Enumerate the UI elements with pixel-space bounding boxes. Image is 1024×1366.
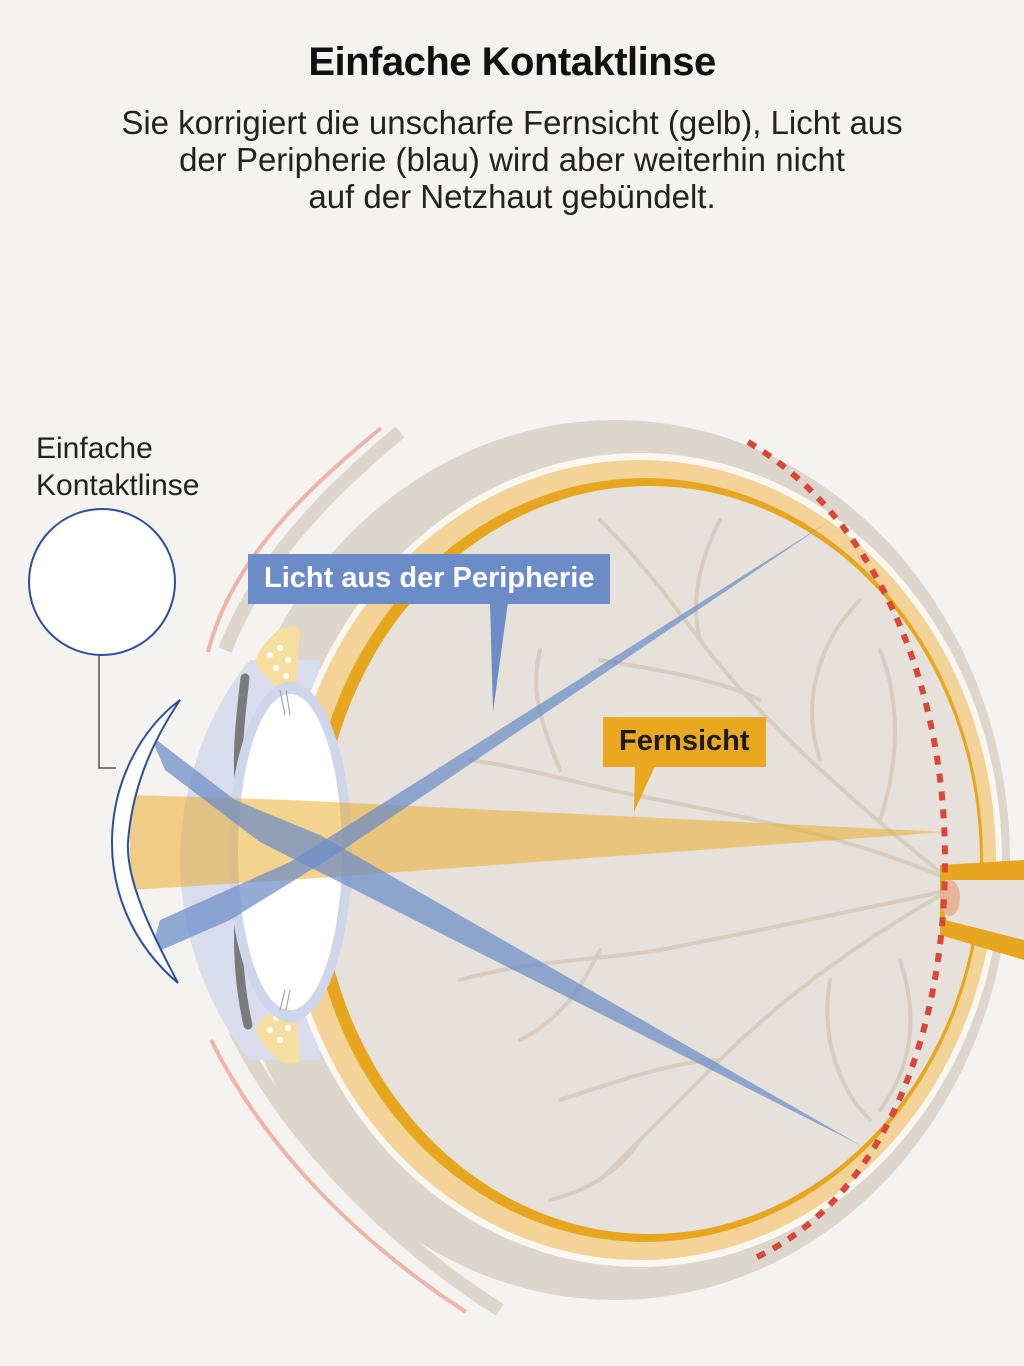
lens-callout-circle [28, 508, 176, 656]
subtitle-line-2: der Peripherie (blau) wird aber weiterhi… [179, 141, 845, 178]
lower-eyelid [228, 1026, 504, 1316]
periphery-light-beam-up [150, 522, 828, 955]
upper-eyelid-skin [206, 426, 383, 653]
page-title: Einfache Kontaktlinse [308, 40, 716, 84]
contact-lens [111, 699, 181, 984]
subtitle: Sie korrigiert die unscharfe Fernsicht (… [112, 104, 912, 215]
subtitle-line-3: auf der Netzhaut gebündelt. [308, 178, 716, 215]
lower-eyelid-skin [209, 1039, 468, 1314]
upper-eyelid [218, 426, 405, 653]
optic-nerve-inner [945, 880, 1024, 940]
contact-lens-label: Einfache Kontaktlinse [36, 430, 199, 504]
focal-marker-curve [746, 439, 949, 1261]
zonule-fibers [279, 689, 291, 1011]
distance-vision-callout: Fernsicht [603, 717, 766, 767]
distance-callout-pointer [634, 766, 655, 812]
contact-lens-label-line-2: Kontaktlinse [36, 469, 200, 502]
vitreous-body [320, 486, 980, 1234]
subtitle-line-1: Sie korrigiert die unscharfe Fernsicht (… [121, 104, 903, 141]
lens-leader-line [98, 655, 116, 769]
periphery-callout: Licht aus der Peripherie [248, 554, 611, 604]
periphery-callout-pointer [490, 602, 508, 712]
contact-lens-label-line-1: Einfache [36, 432, 153, 465]
ciliary-body-top [255, 626, 300, 695]
